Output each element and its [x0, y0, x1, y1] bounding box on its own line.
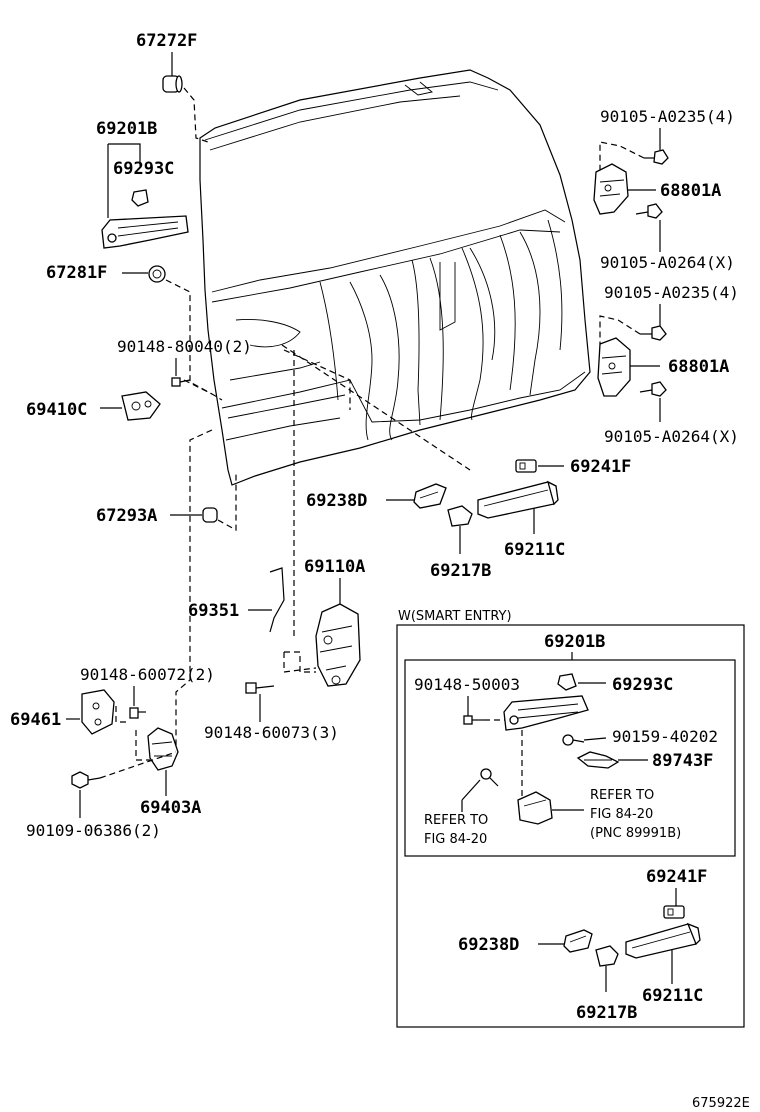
label-69241f-box: 69241F [646, 867, 707, 887]
striker-69410c [121, 391, 161, 421]
pad-69238d-top [413, 483, 447, 509]
refer-right-line3: (PNC 89991B) [590, 826, 681, 841]
hinge-68801a-b [597, 337, 631, 397]
inner-box [404, 659, 736, 857]
handle-bracket-69201b [101, 215, 189, 249]
label-90148-60072: 90148-60072(2) [80, 665, 215, 684]
refer-right-line2: FIG 84-20 [590, 807, 653, 822]
label-67281f: 67281F [46, 263, 107, 283]
cap-69217b-top [447, 505, 473, 527]
screw-90159-40202 [562, 734, 585, 746]
label-69238d-top: 69238D [306, 491, 367, 511]
label-69410c: 69410C [26, 400, 87, 420]
handle-69211c-box [625, 922, 701, 959]
screw-90148-60072 [129, 707, 146, 719]
label-69201b-box: 69201B [544, 632, 605, 652]
bolt-90105-a0235-b [640, 325, 667, 341]
bumper-67272f [162, 75, 183, 93]
label-69403a: 69403A [140, 798, 201, 818]
label-90148-50003: 90148-50003 [414, 675, 520, 694]
hinge-68801a-a [593, 163, 629, 215]
label-90105-a0235-a: 90105-A0235(4) [600, 107, 735, 126]
bumper-67293a [202, 507, 218, 523]
label-69211c-top: 69211C [504, 540, 565, 560]
switch-69241f-top [515, 459, 537, 473]
label-68801a-a: 68801A [660, 181, 721, 201]
label-90148-80040: 90148-80040(2) [117, 337, 252, 356]
label-69351: 69351 [188, 601, 239, 621]
bolt-90109-06386 [71, 771, 101, 789]
clip-69293c-box [557, 673, 577, 691]
label-69201b-top: 69201B [96, 119, 157, 139]
switch-69241f-box [663, 905, 685, 919]
bolt-90105-a0235-a [644, 149, 669, 165]
label-90105-a0235-b: 90105-A0235(4) [604, 283, 739, 302]
rod-69351 [269, 567, 285, 633]
back-door-panel [199, 69, 591, 486]
label-68801a-b: 68801A [668, 357, 729, 377]
label-67293a: 67293A [96, 506, 157, 526]
handle-bracket-69201b-box [503, 695, 589, 731]
label-69241f-top: 69241F [570, 457, 631, 477]
label-69110a: 69110A [304, 557, 365, 577]
label-67272f: 67272F [136, 31, 197, 51]
label-69293c-top: 69293C [113, 159, 174, 179]
antenna-part [517, 791, 553, 825]
screw-90148-50003 [463, 715, 484, 725]
harness-89743f [576, 751, 620, 769]
label-90148-60073: 90148-60073(3) [204, 723, 339, 742]
label-90159-40202: 90159-40202 [612, 727, 718, 746]
bolt-90105-a0264-a [635, 203, 663, 219]
bolt-90105-a0264-b [639, 381, 667, 397]
figure-number: 675922E [692, 1096, 750, 1111]
label-90105-a0264-a: 90105-A0264(X) [600, 253, 735, 272]
bumper-67281f [148, 265, 166, 283]
bracket-69461 [81, 689, 115, 735]
label-89743f: 89743F [652, 751, 713, 771]
pad-69238d-box [563, 929, 593, 953]
label-69211c-box: 69211C [642, 986, 703, 1006]
label-69217b-top: 69217B [430, 561, 491, 581]
refer-left-line1: REFER TO [424, 813, 488, 828]
smart-entry-box [396, 624, 745, 1028]
label-90109-06386: 90109-06386(2) [26, 821, 161, 840]
label-69238d-box: 69238D [458, 935, 519, 955]
cap-69217b-box [595, 945, 619, 967]
label-90105-a0264-b: 90105-A0264(X) [604, 427, 739, 446]
label-69217b-box: 69217B [576, 1003, 637, 1023]
label-69461: 69461 [10, 710, 61, 730]
refer-right-line1: REFER TO [590, 788, 654, 803]
bolt-90148-60073 [245, 682, 275, 694]
refer-left-line2: FIG 84-20 [424, 832, 487, 847]
smart-entry-caption: W(SMART ENTRY) [398, 609, 512, 624]
striker-69403a [147, 727, 179, 771]
grommet-left [480, 768, 499, 787]
clip-69293c-top [131, 189, 149, 207]
label-69293c-box: 69293C [612, 675, 673, 695]
handle-69211c-top [477, 480, 559, 519]
lock-69110a [315, 603, 361, 687]
